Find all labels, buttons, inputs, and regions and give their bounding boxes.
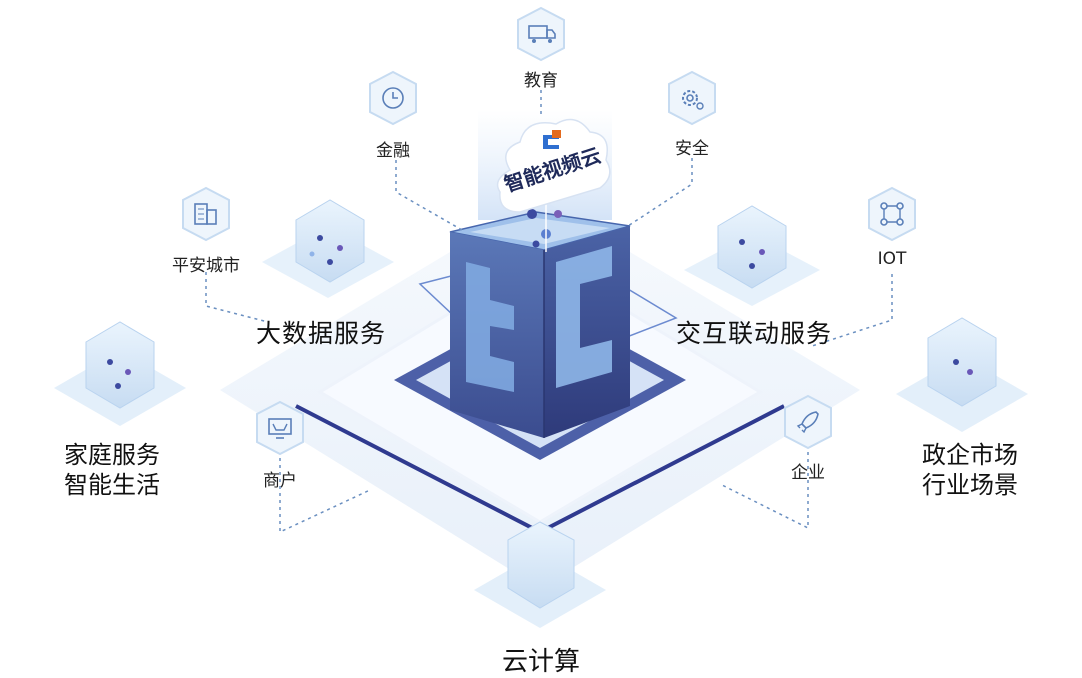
service-label-cloud-computing: 云计算: [501, 647, 581, 677]
glass-cube-interaction: [684, 205, 820, 306]
logo-mark-icon: [543, 130, 561, 149]
glass-cube-government: [896, 317, 1028, 432]
corner-label-home: 家庭服务 智能生活: [64, 440, 160, 500]
node-label-security: 安全: [675, 139, 709, 159]
node-label-safe-city: 平安城市: [172, 256, 240, 276]
service-label-interaction: 交互联动服务: [676, 319, 833, 348]
glass-cube-cloud: [474, 521, 606, 628]
corner-label-government-line1: 政企市场: [922, 441, 1018, 469]
corner-label-government-line2: 行业场景: [922, 471, 1018, 499]
node-label-iot: IOT: [877, 249, 907, 269]
connectors: [205, 90, 893, 534]
glass-cube-bigdata: [262, 199, 394, 298]
corner-label-home-line1: 家庭服务: [64, 441, 160, 469]
node-label-finance: 金融: [376, 141, 410, 161]
network-icon[interactable]: [866, 186, 918, 242]
clock-icon[interactable]: [367, 70, 419, 126]
central-cube: [449, 200, 631, 438]
corner-label-home-line2: 智能生活: [64, 471, 160, 499]
cloud-logo: [496, 118, 611, 213]
node-label-education: 教育: [524, 71, 558, 91]
rocket-icon[interactable]: [782, 394, 834, 450]
glass-cube-home: [54, 321, 186, 426]
truck-icon[interactable]: [515, 6, 567, 62]
building-icon[interactable]: [180, 186, 232, 242]
gear-icon[interactable]: [666, 70, 718, 126]
node-label-enterprise: 企业: [791, 463, 825, 483]
service-label-big-data: 大数据服务: [256, 319, 387, 348]
cart-icon[interactable]: [254, 400, 306, 456]
corner-label-government: 政企市场 行业场景: [922, 440, 1018, 500]
node-label-merchant: 商户: [263, 471, 297, 491]
